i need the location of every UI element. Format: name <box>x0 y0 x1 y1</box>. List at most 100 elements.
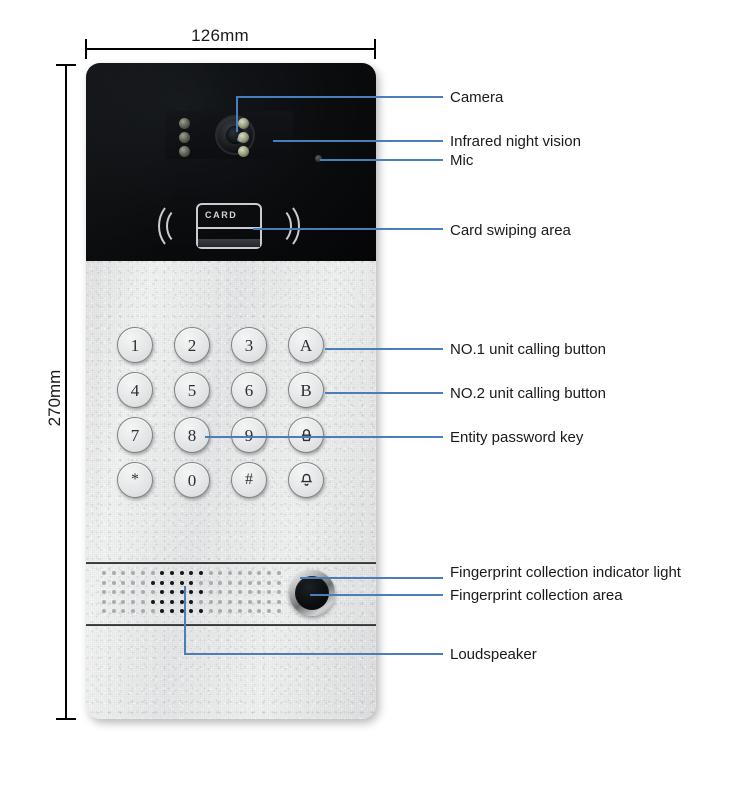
speaker-hole <box>140 599 145 604</box>
callout-unit2-calling-button: NO.2 unit calling button <box>450 385 606 402</box>
speaker-hole <box>247 590 252 595</box>
speaker-hole <box>169 571 174 575</box>
speaker-hole <box>276 599 281 604</box>
key-9[interactable]: 9 <box>231 417 267 453</box>
key-5[interactable]: 5 <box>174 372 210 408</box>
speaker-hole <box>102 580 106 585</box>
speaker-hole <box>237 571 242 575</box>
callout-loudspeaker: Loudspeaker <box>450 646 537 663</box>
speaker-hole <box>102 590 106 595</box>
key-0[interactable]: 0 <box>174 462 210 498</box>
speaker-hole <box>257 580 262 585</box>
speaker-hole <box>140 571 145 575</box>
speaker-hole <box>169 590 174 595</box>
speaker-hole <box>102 571 106 575</box>
panel-seam-bottom <box>86 624 376 626</box>
speaker-hole <box>160 571 165 575</box>
key-hash[interactable]: # <box>231 462 267 498</box>
key-1[interactable]: 1 <box>117 327 153 363</box>
speaker-hole <box>111 580 116 585</box>
card-icon-stripe <box>198 227 260 229</box>
callout-card-swiping-area: Card swiping area <box>450 222 571 239</box>
key-4[interactable]: 4 <box>117 372 153 408</box>
speaker-hole <box>228 609 233 614</box>
speaker-hole <box>208 571 213 575</box>
speaker-hole <box>189 580 194 585</box>
callout-camera: Camera <box>450 89 504 106</box>
glass-panel: CARD <box>86 63 376 261</box>
speaker-hole <box>218 599 223 604</box>
camera-module-panel <box>165 111 293 159</box>
speaker-hole <box>266 580 271 585</box>
speaker-hole <box>189 590 194 595</box>
speaker-hole <box>189 609 194 614</box>
fingerprint-sensor-surface <box>295 576 329 610</box>
leader-camera <box>236 96 443 98</box>
speaker-hole <box>266 599 271 604</box>
key-a-unit1-call-button[interactable]: A <box>288 327 324 363</box>
speaker-hole <box>160 599 165 604</box>
speaker-hole <box>150 571 155 575</box>
infrared-led-icon <box>179 118 190 129</box>
speaker-hole <box>179 580 184 585</box>
key-8[interactable]: 8 <box>174 417 210 453</box>
key-b-unit2-call-button[interactable]: B <box>288 372 324 408</box>
speaker-hole <box>160 609 165 614</box>
speaker-hole <box>102 599 106 604</box>
speaker-hole <box>237 599 242 604</box>
height-dimension-label: 270mm <box>45 369 64 427</box>
key-bell-icon[interactable] <box>288 462 324 498</box>
loudspeaker-grille <box>102 571 286 617</box>
speaker-hole <box>160 580 165 585</box>
key-7[interactable]: 7 <box>117 417 153 453</box>
rfid-wave-icon <box>262 201 300 251</box>
width-dimension-label: 126mm <box>191 26 249 45</box>
speaker-hole <box>111 609 116 614</box>
key-lock-icon[interactable] <box>288 417 324 453</box>
speaker-hole <box>179 590 184 595</box>
speaker-hole <box>247 571 252 575</box>
speaker-hole <box>276 580 281 585</box>
speaker-hole <box>111 590 116 595</box>
speaker-hole <box>257 571 262 575</box>
speaker-hole <box>131 590 136 595</box>
speaker-hole <box>199 571 203 575</box>
speaker-hole <box>276 590 281 595</box>
speaker-hole <box>111 599 116 604</box>
card-icon: CARD <box>196 203 262 249</box>
callout-infrared-night-vision: Infrared night vision <box>450 133 581 150</box>
speaker-hole <box>102 609 106 614</box>
speaker-hole <box>257 609 262 614</box>
key-2[interactable]: 2 <box>174 327 210 363</box>
callout-unit1-calling-button: NO.1 unit calling button <box>450 341 606 358</box>
key-3[interactable]: 3 <box>231 327 267 363</box>
speaker-hole <box>208 599 213 604</box>
speaker-hole <box>179 571 184 575</box>
key-star[interactable]: * <box>117 462 153 498</box>
speaker-hole <box>208 590 213 595</box>
speaker-hole <box>208 609 213 614</box>
infrared-led-icon <box>238 146 249 157</box>
speaker-hole <box>266 571 271 575</box>
leader-infrared <box>273 140 443 142</box>
rfid-wave-icon <box>262 207 292 245</box>
speaker-hole <box>237 609 242 614</box>
speaker-hole <box>218 580 223 585</box>
leader-fingerprint-area <box>310 594 443 596</box>
speaker-hole <box>218 571 223 575</box>
width-dimension-cap-right <box>374 39 376 59</box>
keypad: 1 2 3 A 4 5 6 B 7 8 9 * 0 # <box>117 327 347 507</box>
speaker-hole <box>121 590 126 595</box>
infrared-led-icon <box>179 132 190 143</box>
panel-seam-top <box>86 562 376 564</box>
speaker-hole <box>131 609 136 614</box>
key-6[interactable]: 6 <box>231 372 267 408</box>
speaker-hole <box>218 590 223 595</box>
speaker-hole <box>247 599 252 604</box>
speaker-hole <box>237 590 242 595</box>
speaker-hole <box>199 599 203 604</box>
speaker-hole <box>247 580 252 585</box>
speaker-hole <box>140 609 145 614</box>
speaker-hole <box>150 599 155 604</box>
